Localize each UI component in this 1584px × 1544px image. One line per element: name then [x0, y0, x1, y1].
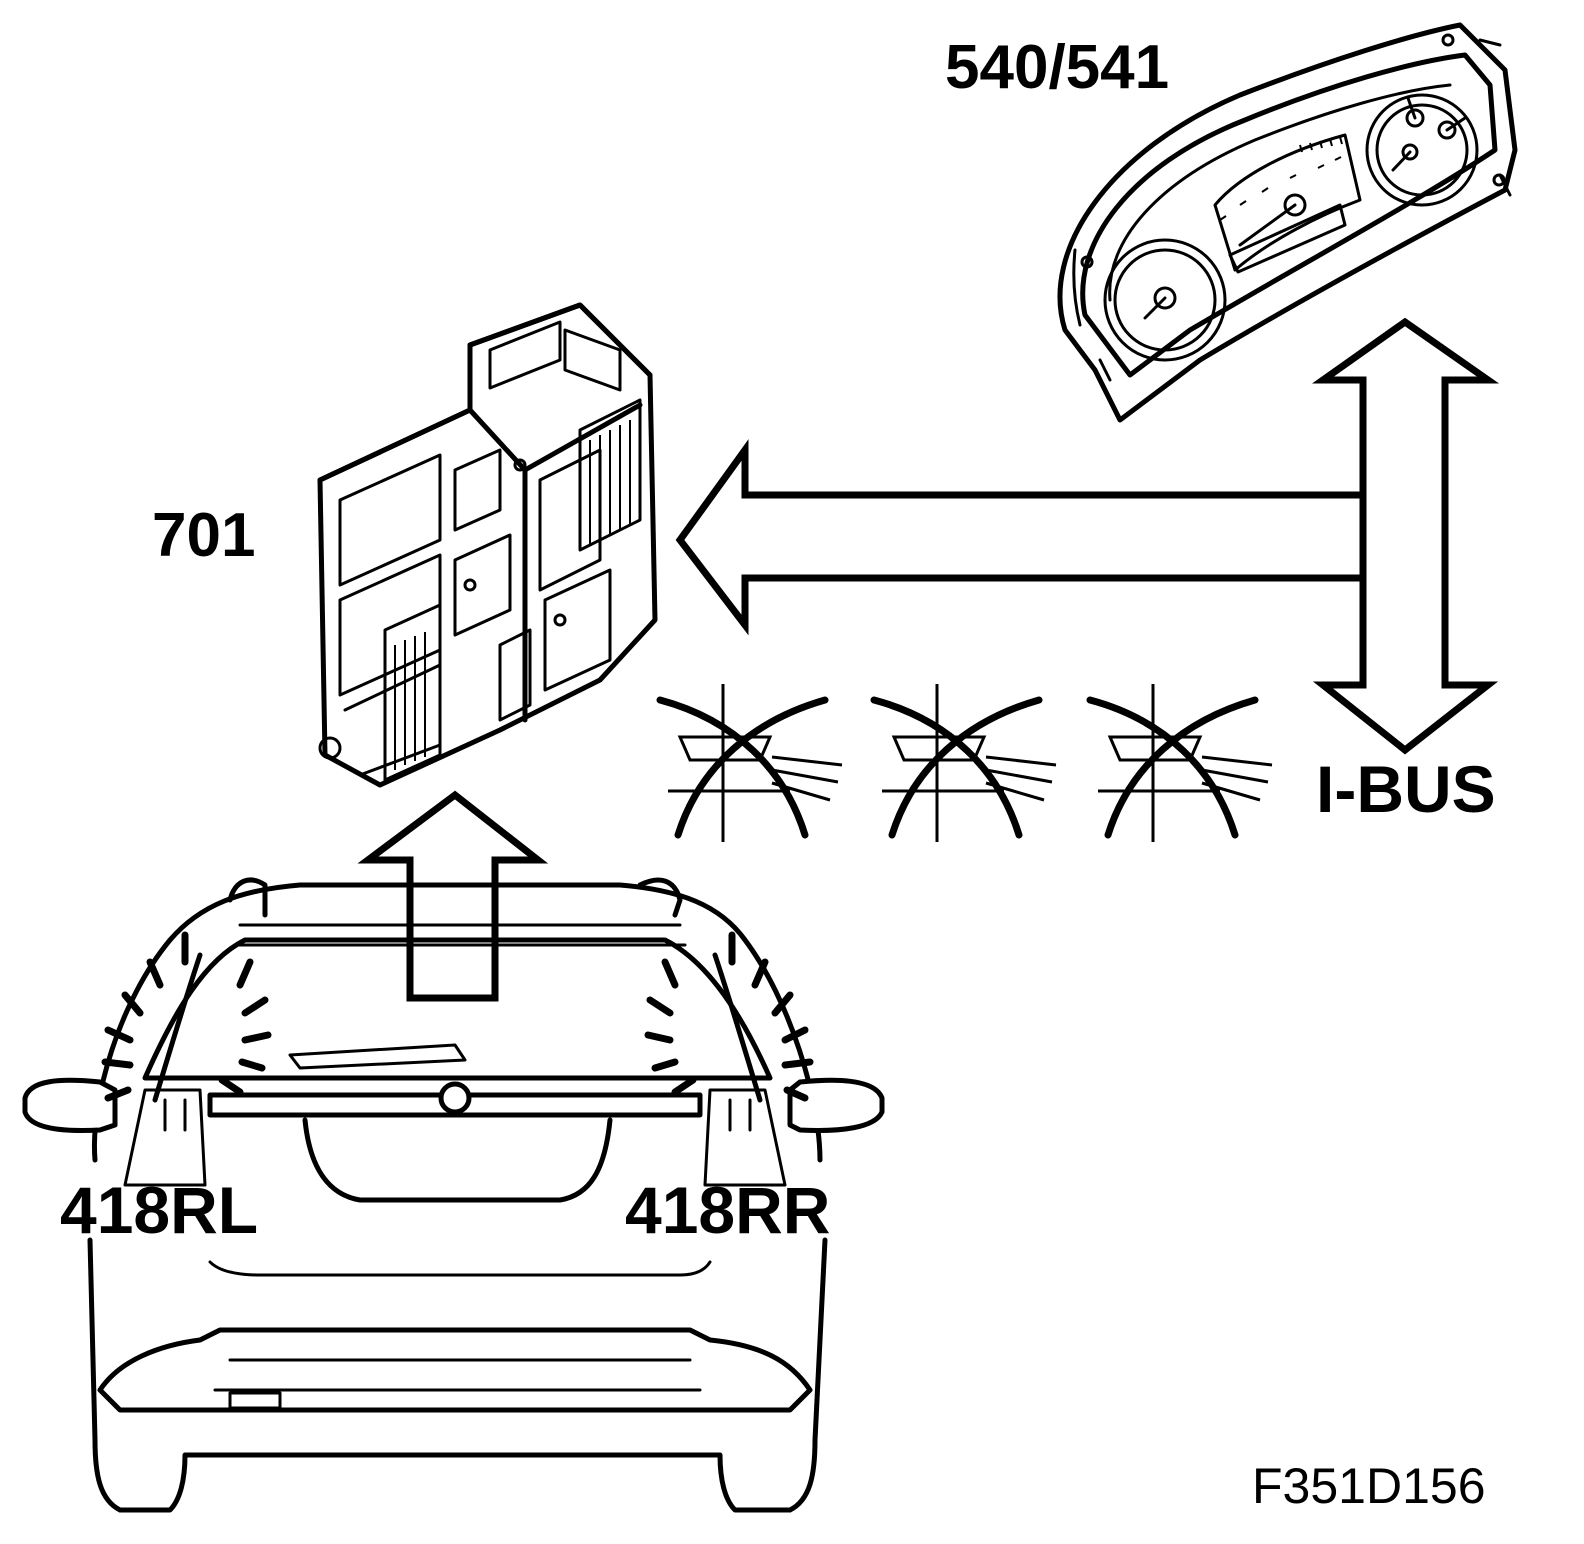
car-rear-view-icon: [22, 877, 885, 1513]
car-to-module-arrow: [357, 790, 549, 1002]
bus-to-module-arrow: [675, 439, 1369, 636]
crossed-out-lamp-signal-icon: [656, 684, 1273, 842]
bus-label: I-BUS: [1316, 752, 1496, 826]
control-module-label: 701: [152, 501, 255, 570]
instrument-cluster-icon: [1057, 22, 1518, 423]
left-lamp-flash-rays: [101, 931, 272, 1102]
lamp-left-label: 418RL: [60, 1173, 258, 1247]
ibus-double-arrow: [1311, 317, 1500, 755]
instrument-cluster-label: 540/541: [945, 33, 1169, 102]
right-lamp-flash-rays: [644, 931, 814, 1102]
figure-code: F351D156: [1252, 1458, 1486, 1514]
control-module-icon: [317, 302, 658, 788]
lamp-right-label: 418RR: [625, 1173, 830, 1247]
